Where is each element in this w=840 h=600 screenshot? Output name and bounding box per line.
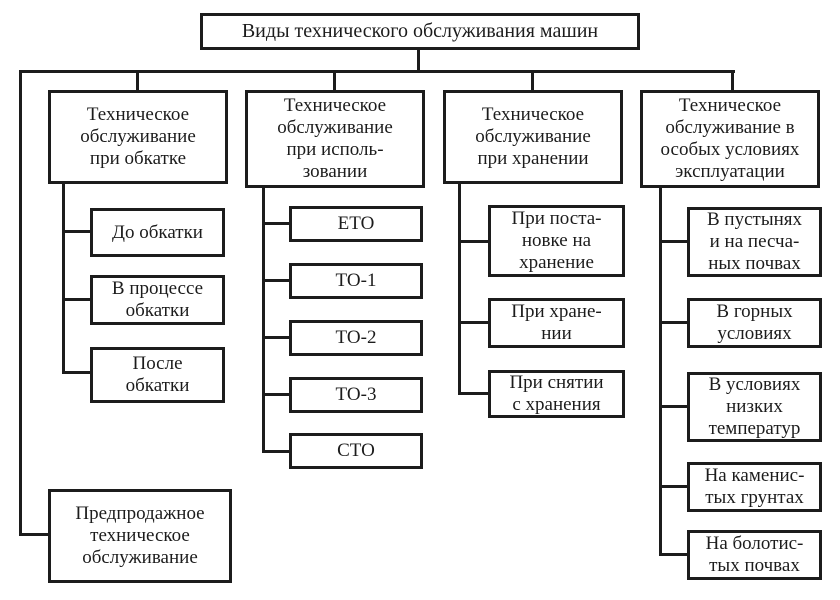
connector-line bbox=[731, 70, 734, 90]
connector-line bbox=[659, 188, 662, 556]
connector-line bbox=[19, 70, 22, 536]
presale-maintenance-box: Предпродажное техническое обслуживание bbox=[48, 489, 232, 583]
child-box: ТО-3 bbox=[289, 377, 423, 413]
column-header-box: Техническое обслуживание при хранении bbox=[443, 90, 623, 184]
root-title-box: Виды технического обслуживания машин bbox=[200, 13, 640, 50]
child-box: ТО-2 bbox=[289, 320, 423, 356]
connector-line bbox=[262, 279, 289, 282]
connector-line bbox=[659, 485, 687, 488]
child-box: После обкатки bbox=[90, 347, 225, 403]
connector-line bbox=[62, 184, 65, 374]
connector-line bbox=[262, 222, 289, 225]
child-box: ЕТО bbox=[289, 206, 423, 242]
connector-line bbox=[531, 70, 534, 90]
child-box: При хране- нии bbox=[488, 298, 625, 348]
connector-line bbox=[262, 336, 289, 339]
child-box: При поста- новке на хранение bbox=[488, 205, 625, 277]
connector-line bbox=[659, 405, 687, 408]
column-header-box: Техническое обслуживание в особых услови… bbox=[640, 90, 820, 188]
connector-line bbox=[659, 240, 687, 243]
connector-line bbox=[458, 240, 488, 243]
connector-line bbox=[62, 230, 90, 233]
connector-line bbox=[262, 188, 265, 453]
connector-line bbox=[458, 321, 488, 324]
child-box: В условиях низких температур bbox=[687, 372, 822, 442]
connector-line bbox=[333, 70, 336, 90]
column-header-box: Техническое обслуживание при обкатке bbox=[48, 90, 228, 184]
connector-line bbox=[417, 50, 420, 70]
child-box: В горных условиях bbox=[687, 298, 822, 348]
child-box: До обкатки bbox=[90, 208, 225, 257]
child-box: ТО-1 bbox=[289, 263, 423, 299]
child-box: На каменис- тых грунтах bbox=[687, 462, 822, 512]
connector-line bbox=[458, 392, 488, 395]
connector-line bbox=[262, 450, 289, 453]
child-box: СТО bbox=[289, 433, 423, 469]
connector-line bbox=[659, 553, 687, 556]
connector-line bbox=[659, 321, 687, 324]
connector-line bbox=[62, 371, 90, 374]
column-header-box: Техническое обслуживание при исполь- зов… bbox=[245, 90, 425, 188]
child-box: В процессе обкатки bbox=[90, 275, 225, 325]
connector-line bbox=[458, 184, 461, 395]
connector-line bbox=[62, 298, 90, 301]
child-box: При снятии с хранения bbox=[488, 370, 625, 418]
connector-line bbox=[136, 70, 139, 90]
connector-line bbox=[19, 70, 735, 73]
child-box: В пустынях и на песча- ных почвах bbox=[687, 207, 822, 277]
connector-line bbox=[19, 533, 48, 536]
child-box: На болотис- тых почвах bbox=[687, 530, 822, 580]
connector-line bbox=[262, 393, 289, 396]
